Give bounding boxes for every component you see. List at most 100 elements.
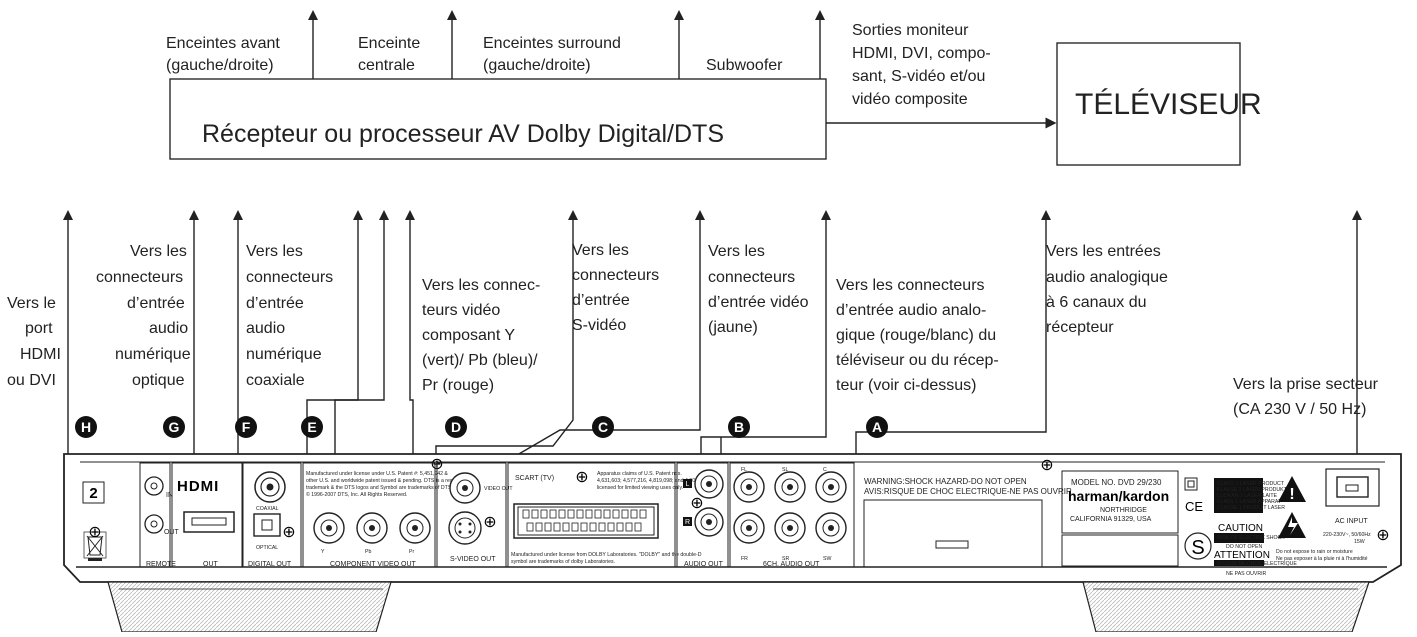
coaxial-label-line-4: audio: [246, 320, 285, 337]
six-channel-fr-jack-center: [746, 525, 752, 531]
scart-pin-4: [549, 509, 557, 519]
scart-screw-icon: ⊕: [575, 469, 588, 486]
ac-input-port-inner: [1345, 484, 1359, 492]
audio-out-label: AUDIO OUT: [684, 561, 724, 568]
electric-shock-bolt-icon: [1288, 517, 1298, 535]
hdmi-label-line-3: HDMI: [20, 346, 61, 363]
audio-r-marker: [683, 517, 692, 526]
optical-label-line-4: audio: [149, 320, 188, 337]
six-channel-c-jack-center: [828, 484, 834, 490]
scart-pin-6: [567, 509, 575, 519]
hdmi-label-line-4: ou DVI: [7, 372, 56, 389]
badge-a-circle: [866, 416, 888, 438]
brand-logo: harman/kardon: [1068, 488, 1169, 504]
svideo-out-label: S-VIDEO OUT: [450, 556, 496, 563]
analog-tv-label-line-2: d’entrée audio analo-: [836, 302, 986, 319]
scart-pin-8: [585, 509, 593, 519]
scart-pin-25: [616, 522, 624, 532]
warning-panel-slot: [935, 540, 969, 549]
svideo-label-line-3: d’entrée: [572, 292, 630, 309]
scart-pin-7: [576, 509, 584, 519]
weee-underline: [88, 558, 102, 561]
scart-pin-11: [612, 509, 620, 519]
laser-label-line-2: KLASSE 1 LASER PRODUKT: [1217, 487, 1288, 493]
badge-h-letter: H: [81, 419, 91, 435]
six-channel-sw-label: SW: [823, 556, 831, 562]
audio-r-label: R: [685, 519, 690, 526]
scart-pin-22: [589, 522, 597, 532]
dvd-rear-panel: 2 ⊕ ⊕ ⊕ ⊕ ⊕ ⊕ ⊕ ⊕ IN OUT REMOTE HDMI OUT: [63, 453, 1402, 633]
coaxial-label-line-1: Vers les: [246, 243, 303, 260]
component-label-line-3: composant Y: [422, 327, 515, 344]
scart-pin-13: [630, 509, 638, 519]
laser-label-line-3: LUOKAN 1 LASER LAITE: [1217, 493, 1278, 499]
caution-text-2: DO NOT OPEN: [1226, 544, 1262, 550]
component-section: [302, 462, 436, 568]
monitor-output-line-3: sant, S-vidéo et/ou: [852, 68, 985, 85]
model-box: [1061, 470, 1179, 534]
remote-in-jack-center: [150, 482, 158, 490]
svideo-pin-2: [468, 522, 472, 526]
video-label-line-2: connecteurs: [708, 269, 795, 286]
receiver-box: [169, 78, 827, 160]
scart-pin-10: [603, 509, 611, 519]
badge-d-circle: [445, 416, 467, 438]
front-speakers-label-line-2: (gauche/droite): [166, 57, 274, 74]
six-channel-fl-jack-center: [746, 484, 752, 490]
optical-label-line-2: connecteurs: [96, 269, 183, 286]
tv-label: TÉLÉVISEUR: [1075, 88, 1262, 121]
badge-b-circle: [728, 416, 750, 438]
badge-e-letter: E: [307, 419, 316, 435]
coaxial-label-line-2: connecteurs: [246, 269, 333, 286]
blank-plate: [1061, 534, 1179, 567]
caution-text-1: RISK OF ELECTRIC SHOCK: [1217, 535, 1285, 541]
scart-text-bottom-1: Manufactured under license from DOLBY La…: [511, 552, 702, 558]
audio-out-section: [676, 462, 729, 568]
component-label-line-4: (vert)/ Pb (bleu)/: [422, 352, 538, 369]
six-channel-sw-jack-center: [828, 525, 834, 531]
scart-pin-18: [553, 522, 561, 532]
remote-out-jack-center: [150, 520, 158, 528]
model-number: MODEL NO. DVD 29/230: [1071, 478, 1162, 487]
remote-section: [139, 462, 171, 568]
scart-pin-12: [621, 509, 629, 519]
hdmi-section: [171, 462, 243, 568]
badge-e-circle: [301, 416, 323, 438]
caution-title: CAUTION: [1218, 523, 1263, 534]
surround-speakers-label-line-2: (gauche/droite): [483, 57, 591, 74]
double-insulation-icon-inner: [1187, 480, 1195, 488]
six-channel-fl-label: FL: [741, 467, 747, 473]
warning-line-1: WARNING:SHOCK HAZARD-DO NOT OPEN: [864, 477, 1027, 486]
six-channel-section: [729, 462, 855, 568]
six-channel-c-label: C: [823, 467, 827, 473]
component-text-line-4: © 1996-2007 DTS, Inc. All Rights Reserve…: [306, 491, 407, 498]
double-insulation-icon-outer: [1184, 477, 1198, 491]
scart-pin-27: [634, 522, 642, 532]
scart-pins: [522, 509, 647, 532]
scart-pin-23: [598, 522, 606, 532]
receiver-output-arrows: [308, 10, 825, 79]
hdmi-out-label: OUT: [203, 561, 219, 568]
optical-label-line-3: d’entrée: [127, 295, 185, 312]
ce-mark: CE: [1185, 499, 1203, 514]
badge-h-circle: [75, 416, 97, 438]
right-foot: [1082, 581, 1370, 633]
scart-pin-24: [607, 522, 615, 532]
component-label-line-5: Pr (rouge): [422, 377, 494, 394]
coaxial-label-line-6: coaxiale: [246, 372, 305, 389]
component-pr-label: Pr: [409, 549, 414, 555]
hdmi-label-line-1: Vers le: [7, 295, 56, 312]
coaxial-label: COAXIAL: [256, 506, 279, 512]
center-speaker-label-line-1: Enceinte: [358, 35, 420, 52]
optical-port-inner: [261, 519, 273, 531]
six-channel-fr-label: FR: [741, 556, 748, 562]
audio-l-marker: [683, 479, 692, 488]
left-foot: [107, 581, 392, 633]
tv-box: [1056, 42, 1241, 166]
optical-label-line-1: Vers les: [130, 243, 187, 260]
surround-speakers-label-line-1: Enceintes surround: [483, 35, 621, 52]
warning-line-2: AVIS:RISQUE DE CHOC ELECTRIQUE-NE PAS OU…: [864, 487, 1072, 496]
six-channel-sr-label: SR: [782, 556, 789, 562]
ac-input-label: AC INPUT: [1335, 518, 1368, 525]
